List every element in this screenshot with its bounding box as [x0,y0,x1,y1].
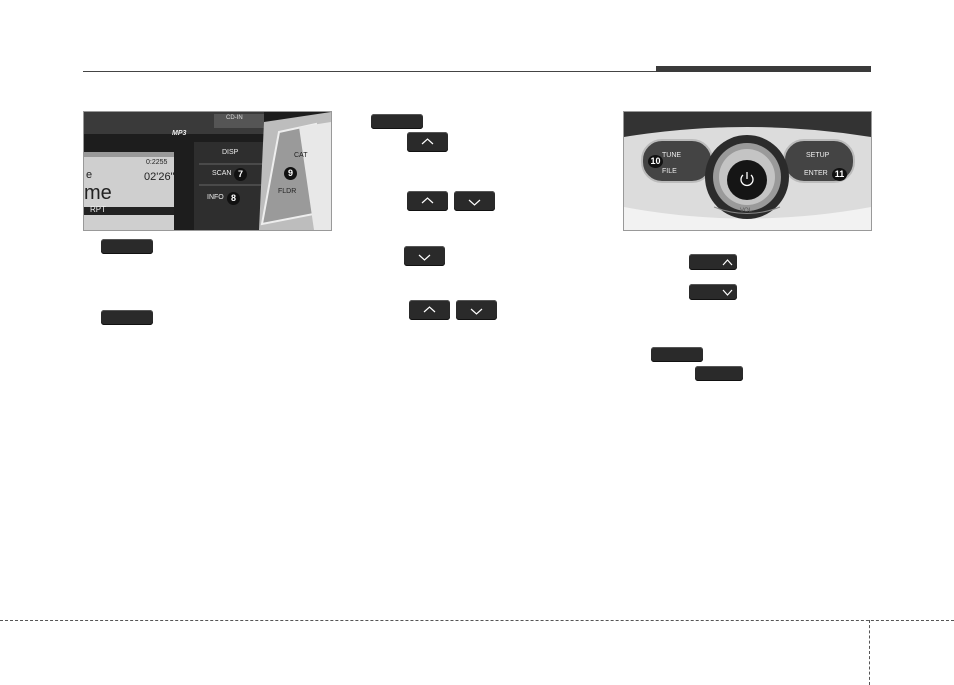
vol-label: VOL [740,208,753,214]
chevron-down-icon [470,308,483,315]
chevron-down-icon [468,199,481,206]
key-button [101,239,153,254]
tune-label: TUNE [662,152,682,159]
chevron-up-icon [421,197,434,204]
key-button [371,114,423,129]
up-arrow-button [407,191,448,211]
key-button [101,310,153,325]
marker-9: 9 [284,167,297,180]
play-time: 02'26" [144,171,175,183]
key-button [651,347,703,362]
header-rule [83,71,871,72]
cat-label: CAT [294,152,308,159]
info-label: INFO [207,194,224,201]
chevron-up-icon [722,259,733,266]
down-arrow-button [454,191,495,211]
header-accent-bar [656,66,871,72]
marker-7: 7 [234,168,247,181]
key-button [695,366,743,381]
file-label: FILE [662,168,677,175]
control-panel-illustration [624,112,871,230]
cd-in-label: CD-IN [226,115,243,121]
enter-label: ENTER [804,170,828,177]
down-arrow-button [456,300,497,320]
down-arrow-button [404,246,445,266]
track-fragment-small: e [86,169,93,181]
up-arrow-button [409,300,450,320]
fldr-label: FLDR [278,188,297,195]
track-number: 0:2255 [146,159,168,166]
scan-label: SCAN [212,170,232,177]
marker-11: 11 [832,168,847,181]
disp-label: DISP [222,149,239,156]
cd-panel-illustration [84,112,331,230]
down-arrow-button [689,284,737,300]
setup-label: SETUP [806,152,830,159]
up-arrow-button [407,132,448,152]
control-panel-photo: 10 TUNE FILE SETUP ENTER 11 VOL [623,111,872,231]
up-arrow-button [689,254,737,270]
marker-10: 10 [648,155,663,168]
track-fragment-large: me [84,182,112,204]
marker-8: 8 [227,192,240,205]
footer-dashed-rule [0,620,954,621]
chevron-down-icon [722,289,733,296]
mp3-logo: MP3 [172,130,187,137]
cd-panel-photo: CD-IN MP3 0:2255 e 02'26" me RPT DISP SC… [83,111,332,231]
rpt-label: RPT [90,205,106,214]
chevron-up-icon [423,306,436,313]
footer-dashed-divider [869,620,870,685]
chevron-up-icon [421,138,434,145]
chevron-down-icon [418,254,431,261]
